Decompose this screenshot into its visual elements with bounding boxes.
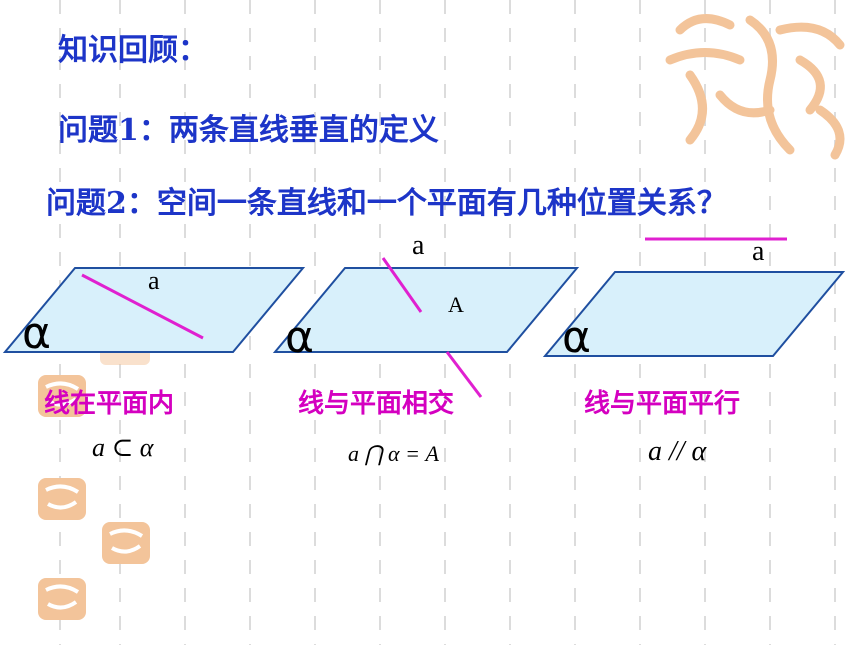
line-a-below-plane (445, 351, 483, 398)
case-2-caption: 线与平面相交 (298, 389, 455, 419)
line-a-in-plane (81, 273, 204, 340)
case-1-line-label: a (148, 266, 160, 295)
seal-watermark-small (38, 375, 86, 417)
plane-2 (272, 267, 580, 353)
slide-heading: 知识回顾： (58, 33, 208, 68)
case-3-plane-label: α (562, 312, 592, 363)
plane-1 (2, 267, 306, 353)
seal-watermark-small (38, 578, 86, 620)
case-2-line-label: a (412, 230, 425, 261)
case-2-plane-label: α (285, 312, 315, 363)
case-2-formula: a ⋂ α = A (348, 441, 439, 466)
case-1-formula: a ⊂ α (92, 433, 154, 462)
question-2: 问题2：空间一条直线和一个平面有几种位置关系？ (46, 186, 727, 221)
seal-watermark-small (38, 478, 86, 520)
case-1-caption: 线在平面内 (44, 389, 175, 419)
case-1-plane-label: α (22, 308, 52, 359)
plane-3 (542, 271, 846, 357)
seal-watermark-small (102, 522, 150, 564)
case-2-point-label: A (448, 292, 464, 317)
seal-watermark-large (665, 14, 845, 160)
line-a-above-plane (381, 257, 423, 313)
case-3-caption: 线与平面平行 (584, 389, 741, 419)
case-3-formula: a // α (648, 436, 707, 467)
question-1: 问题1：两条直线垂直的定义 (58, 113, 439, 148)
case-3-line-label: a (752, 236, 765, 267)
